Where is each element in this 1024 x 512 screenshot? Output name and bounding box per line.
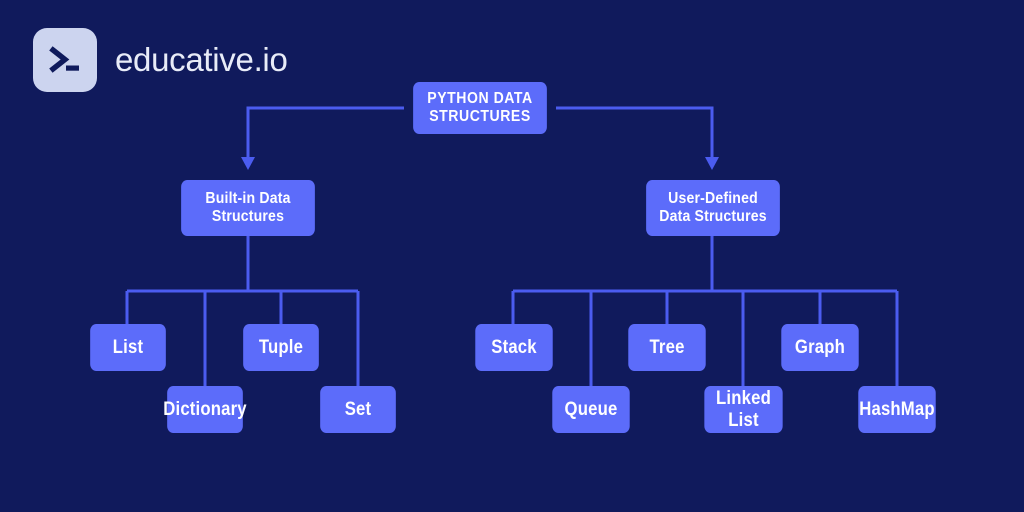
node-hashmap[interactable]: HashMap	[858, 386, 936, 433]
node-tuple-label: Tuple	[258, 336, 304, 358]
arrowhead-right-icon	[705, 157, 719, 170]
brand-name: educative.io	[115, 41, 288, 78]
terminal-prompt-icon	[33, 28, 97, 92]
node-dictionary-label: Dictionary	[163, 398, 247, 420]
brand-logo: educative.io	[33, 28, 288, 92]
node-graph-label: Graph	[794, 336, 846, 358]
node-queue[interactable]: Queue	[552, 386, 630, 433]
node-root[interactable]: PYTHON DATA STRUCTURES	[413, 82, 547, 134]
node-tuple[interactable]: Tuple	[243, 324, 319, 371]
node-set-label: Set	[344, 398, 372, 420]
node-list[interactable]: List	[90, 324, 166, 371]
node-user-defined-data-structures[interactable]: User-Defined Data Structures	[646, 180, 780, 236]
node-list-label: List	[112, 336, 144, 358]
node-userdefined-line1: User-Defined	[668, 190, 758, 208]
node-graph[interactable]: Graph	[781, 324, 859, 371]
node-tree[interactable]: Tree	[628, 324, 706, 371]
node-linked-list[interactable]: Linked List	[704, 386, 783, 433]
node-queue-label: Queue	[564, 398, 618, 420]
arrowhead-left-icon	[241, 157, 255, 170]
node-builtin-line2: Structures	[211, 208, 285, 225]
node-dictionary[interactable]: Dictionary	[163, 386, 247, 433]
node-stack[interactable]: Stack	[475, 324, 553, 371]
node-stack-label: Stack	[491, 336, 537, 358]
node-userdefined-line2: Data Structures	[659, 208, 767, 225]
node-linked-list-label: Linked List	[716, 388, 771, 431]
node-set[interactable]: Set	[320, 386, 396, 433]
node-builtin-line1: Built-in Data	[205, 190, 291, 208]
node-root-line1: PYTHON DATA	[427, 90, 533, 108]
node-root-line2: STRUCTURES	[429, 108, 531, 125]
node-hashmap-label: HashMap	[859, 398, 935, 420]
node-tree-label: Tree	[649, 336, 685, 358]
node-builtin-data-structures[interactable]: Built-in Data Structures	[181, 180, 315, 236]
